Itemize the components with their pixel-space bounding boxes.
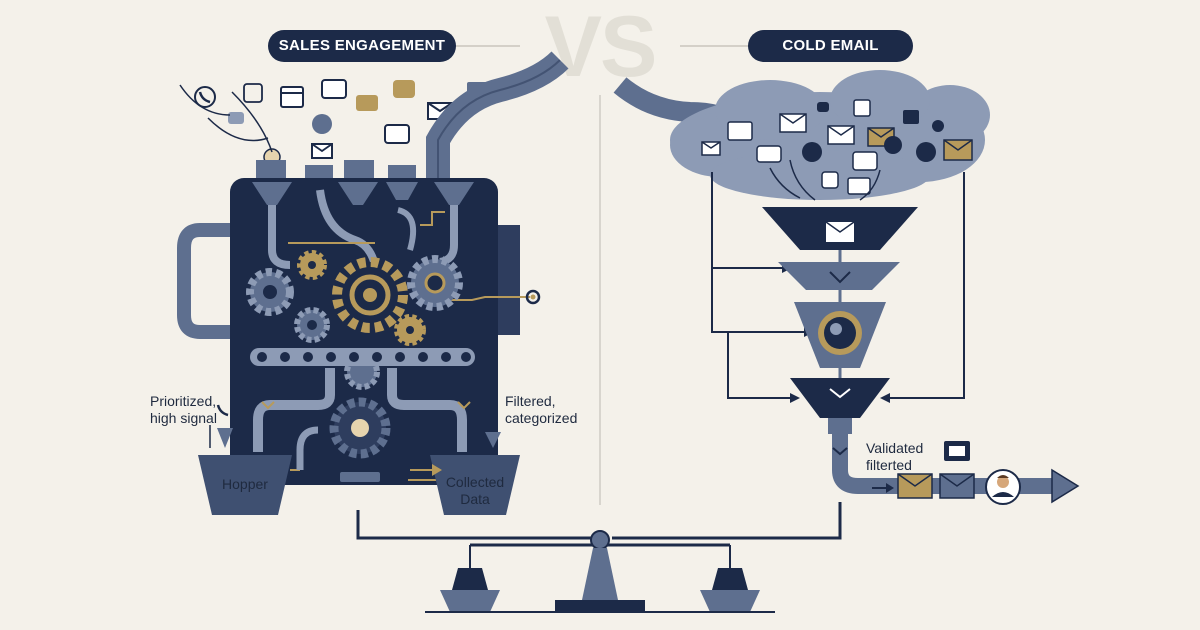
scale-pivot — [590, 530, 610, 550]
contact-card-icon — [727, 121, 753, 141]
envelope-icon — [825, 221, 855, 242]
envelope-icon — [827, 125, 855, 145]
left-input-pipes — [256, 51, 569, 185]
chat-icon — [756, 145, 782, 163]
collected-line-2: Data — [460, 491, 490, 507]
scale-stand — [582, 548, 618, 600]
balance-scale — [356, 502, 842, 613]
envelope-icon — [897, 473, 933, 499]
contact-icon — [903, 110, 919, 124]
gear-icon — [394, 314, 426, 346]
phone-icon — [821, 171, 839, 189]
scale-pan-right — [700, 590, 760, 612]
gear-icon — [332, 257, 408, 333]
gear-icon — [294, 307, 330, 343]
star-icon — [932, 120, 944, 132]
phone-icon — [216, 404, 229, 417]
inlet-funnel — [338, 182, 378, 205]
arrow-right-icon — [1051, 468, 1080, 504]
down-arrow-icon — [485, 432, 501, 448]
collected-data-bin — [430, 455, 520, 515]
phone-icon — [802, 142, 822, 162]
gear-icon — [329, 397, 391, 459]
chat-icon — [228, 112, 244, 124]
inlet-funnel — [434, 182, 474, 205]
chat-icon — [321, 79, 347, 99]
validated-line-2: filterted — [866, 457, 912, 473]
side-pipe — [177, 223, 230, 339]
chat-icon — [384, 124, 410, 144]
funnel-spout — [828, 418, 852, 434]
gear-icon — [297, 250, 327, 280]
vs-watermark: VS — [544, 0, 658, 95]
envelope-icon — [779, 113, 807, 133]
output-pipe — [832, 432, 1060, 494]
calendar-icon — [280, 86, 304, 108]
sensor-light-icon — [525, 289, 541, 305]
chat-icon — [852, 151, 878, 171]
scale-pipe-right — [612, 502, 842, 540]
lens-icon — [818, 311, 862, 355]
gear-icon — [407, 255, 463, 311]
arrow-head — [880, 393, 890, 403]
cloud-icons — [701, 99, 973, 201]
scale-pan-left — [440, 590, 500, 612]
envelope-icon — [311, 143, 333, 159]
collected-line-1: Collected — [445, 474, 505, 490]
hopper-label: Hopper — [222, 476, 268, 492]
funnel-stage-2 — [778, 262, 900, 290]
envelope-icon — [939, 473, 975, 499]
down-arrow-icon — [457, 401, 471, 410]
bypass-arrows — [711, 172, 965, 399]
chevron-down-icon — [829, 388, 851, 399]
inlet-funnel — [386, 182, 418, 200]
machine-slot — [340, 472, 380, 482]
collected-data-label: Collected Data — [430, 474, 520, 508]
prioritized-line-2: high signal — [150, 410, 217, 426]
conveyor-rollers — [257, 352, 471, 362]
person-avatar-icon — [985, 469, 1021, 505]
twitter-icon — [817, 102, 829, 112]
chevron-down-icon — [829, 271, 851, 284]
cold-email-funnel — [762, 207, 918, 434]
machine-side-plate — [498, 225, 520, 335]
scale-base — [555, 600, 645, 612]
phone-icon — [194, 86, 216, 108]
phone-icon — [243, 83, 263, 103]
filtered-label: Filtered, categorized — [505, 393, 577, 427]
scale-weight-left — [452, 568, 488, 590]
envelope-icon — [701, 141, 721, 156]
scale-weight-right — [712, 568, 748, 590]
arrow-head — [790, 393, 800, 403]
sales-engagement-machine — [177, 178, 541, 485]
down-arrow-icon — [261, 401, 275, 410]
phone-icon — [312, 114, 332, 134]
arrow-into-hopper — [296, 426, 319, 470]
phone-icon — [916, 142, 936, 162]
chat-icon — [393, 80, 415, 98]
validated-line-1: Validated — [866, 440, 924, 456]
phone-icon — [884, 136, 902, 154]
gear-icon — [246, 268, 294, 316]
big-curved-pipe — [426, 51, 569, 180]
chat-icon — [847, 177, 871, 195]
prioritized-label: Prioritized, high signal — [150, 393, 217, 427]
cold-email-title: COLD EMAIL — [748, 30, 913, 62]
filtered-line-1: Filtered, — [505, 393, 556, 409]
prioritized-line-1: Prioritized, — [150, 393, 217, 409]
scale-pipe-left — [356, 510, 600, 540]
filtered-line-2: categorized — [505, 410, 578, 426]
down-arrow-icon — [217, 428, 233, 448]
envelope-icon — [943, 139, 973, 161]
envelope-icon — [944, 441, 970, 461]
inlet-funnel — [252, 182, 292, 205]
sales-engagement-title: SALES ENGAGEMENT — [268, 30, 456, 62]
validated-label: Validated filterted — [866, 440, 923, 474]
chevron-down-icon — [832, 447, 848, 456]
hopper-bin — [198, 455, 292, 515]
avatar-icon — [853, 99, 871, 117]
chat-icon — [356, 95, 378, 111]
